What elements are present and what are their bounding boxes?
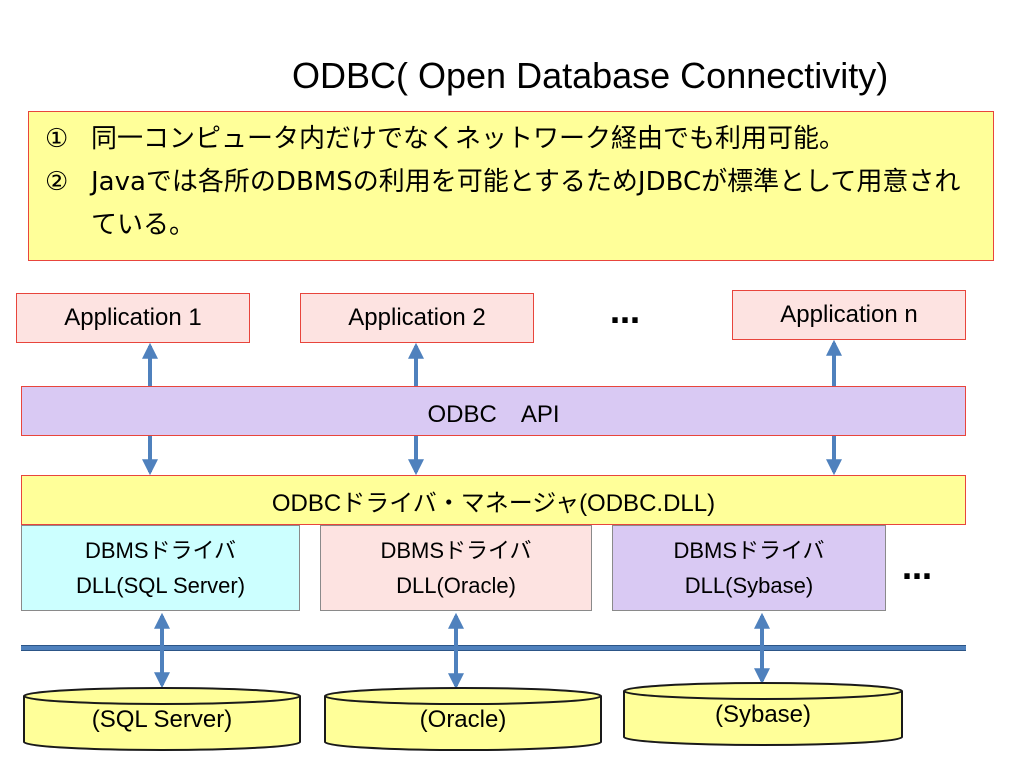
- driver-sqlserver-box: DBMSドライバ DLL(SQL Server): [21, 525, 300, 611]
- note-number: ①: [45, 124, 69, 154]
- database-sqlserver-cylinder: (SQL Server): [22, 686, 302, 752]
- database-label: (SQL Server): [91, 706, 233, 733]
- application-2-box: Application 2: [300, 293, 534, 343]
- driver-label: DBMSドライバ: [380, 538, 532, 563]
- ellipsis-drivers: …: [902, 552, 934, 587]
- database-oracle-cylinder: (Oracle): [323, 686, 603, 752]
- database-label: (Sybase): [714, 701, 812, 728]
- driver-oracle-box: DBMSドライバ DLL(Oracle): [320, 525, 592, 611]
- driver-sybase-box: DBMSドライバ DLL(Sybase): [612, 525, 886, 611]
- driver-label: DBMSドライバ: [673, 538, 825, 563]
- ellipsis-applications: …: [610, 296, 642, 331]
- application-n-box: Application n: [732, 290, 966, 340]
- driver-manager-bar: ODBCドライバ・マネージャ(ODBC.DLL): [21, 475, 966, 525]
- application-1-box: Application 1: [16, 293, 250, 343]
- odbc-api-bar: ODBC API: [21, 386, 966, 436]
- note-text: 同一コンピュータ内だけでなくネットワーク経由でも利用可能。: [91, 124, 846, 154]
- notes-box: ① 同一コンピュータ内だけでなくネットワーク経由でも利用可能。 ② Javaでは…: [28, 111, 994, 261]
- note-text: Javaでは各所のDBMSの利用を可能とするためJDBCが標準として用意されてい…: [91, 167, 961, 240]
- note-2: ② Javaでは各所のDBMSの利用を可能とするためJDBCが標準として用意され…: [45, 161, 983, 247]
- slide-title: ODBC( Open Database Connectivity): [292, 55, 889, 96]
- database-sybase-cylinder: (Sybase): [622, 681, 904, 747]
- note-1: ① 同一コンピュータ内だけでなくネットワーク経由でも利用可能。: [45, 118, 983, 161]
- driver-dll-label: DLL(Oracle): [396, 573, 516, 598]
- note-number: ②: [45, 167, 69, 197]
- network-bus-line: [21, 645, 966, 651]
- driver-dll-label: DLL(SQL Server): [75, 573, 246, 598]
- driver-dll-label: DLL(Sybase): [684, 573, 814, 598]
- database-label: (Oracle): [419, 706, 507, 733]
- driver-label: DBMSドライバ: [84, 538, 237, 563]
